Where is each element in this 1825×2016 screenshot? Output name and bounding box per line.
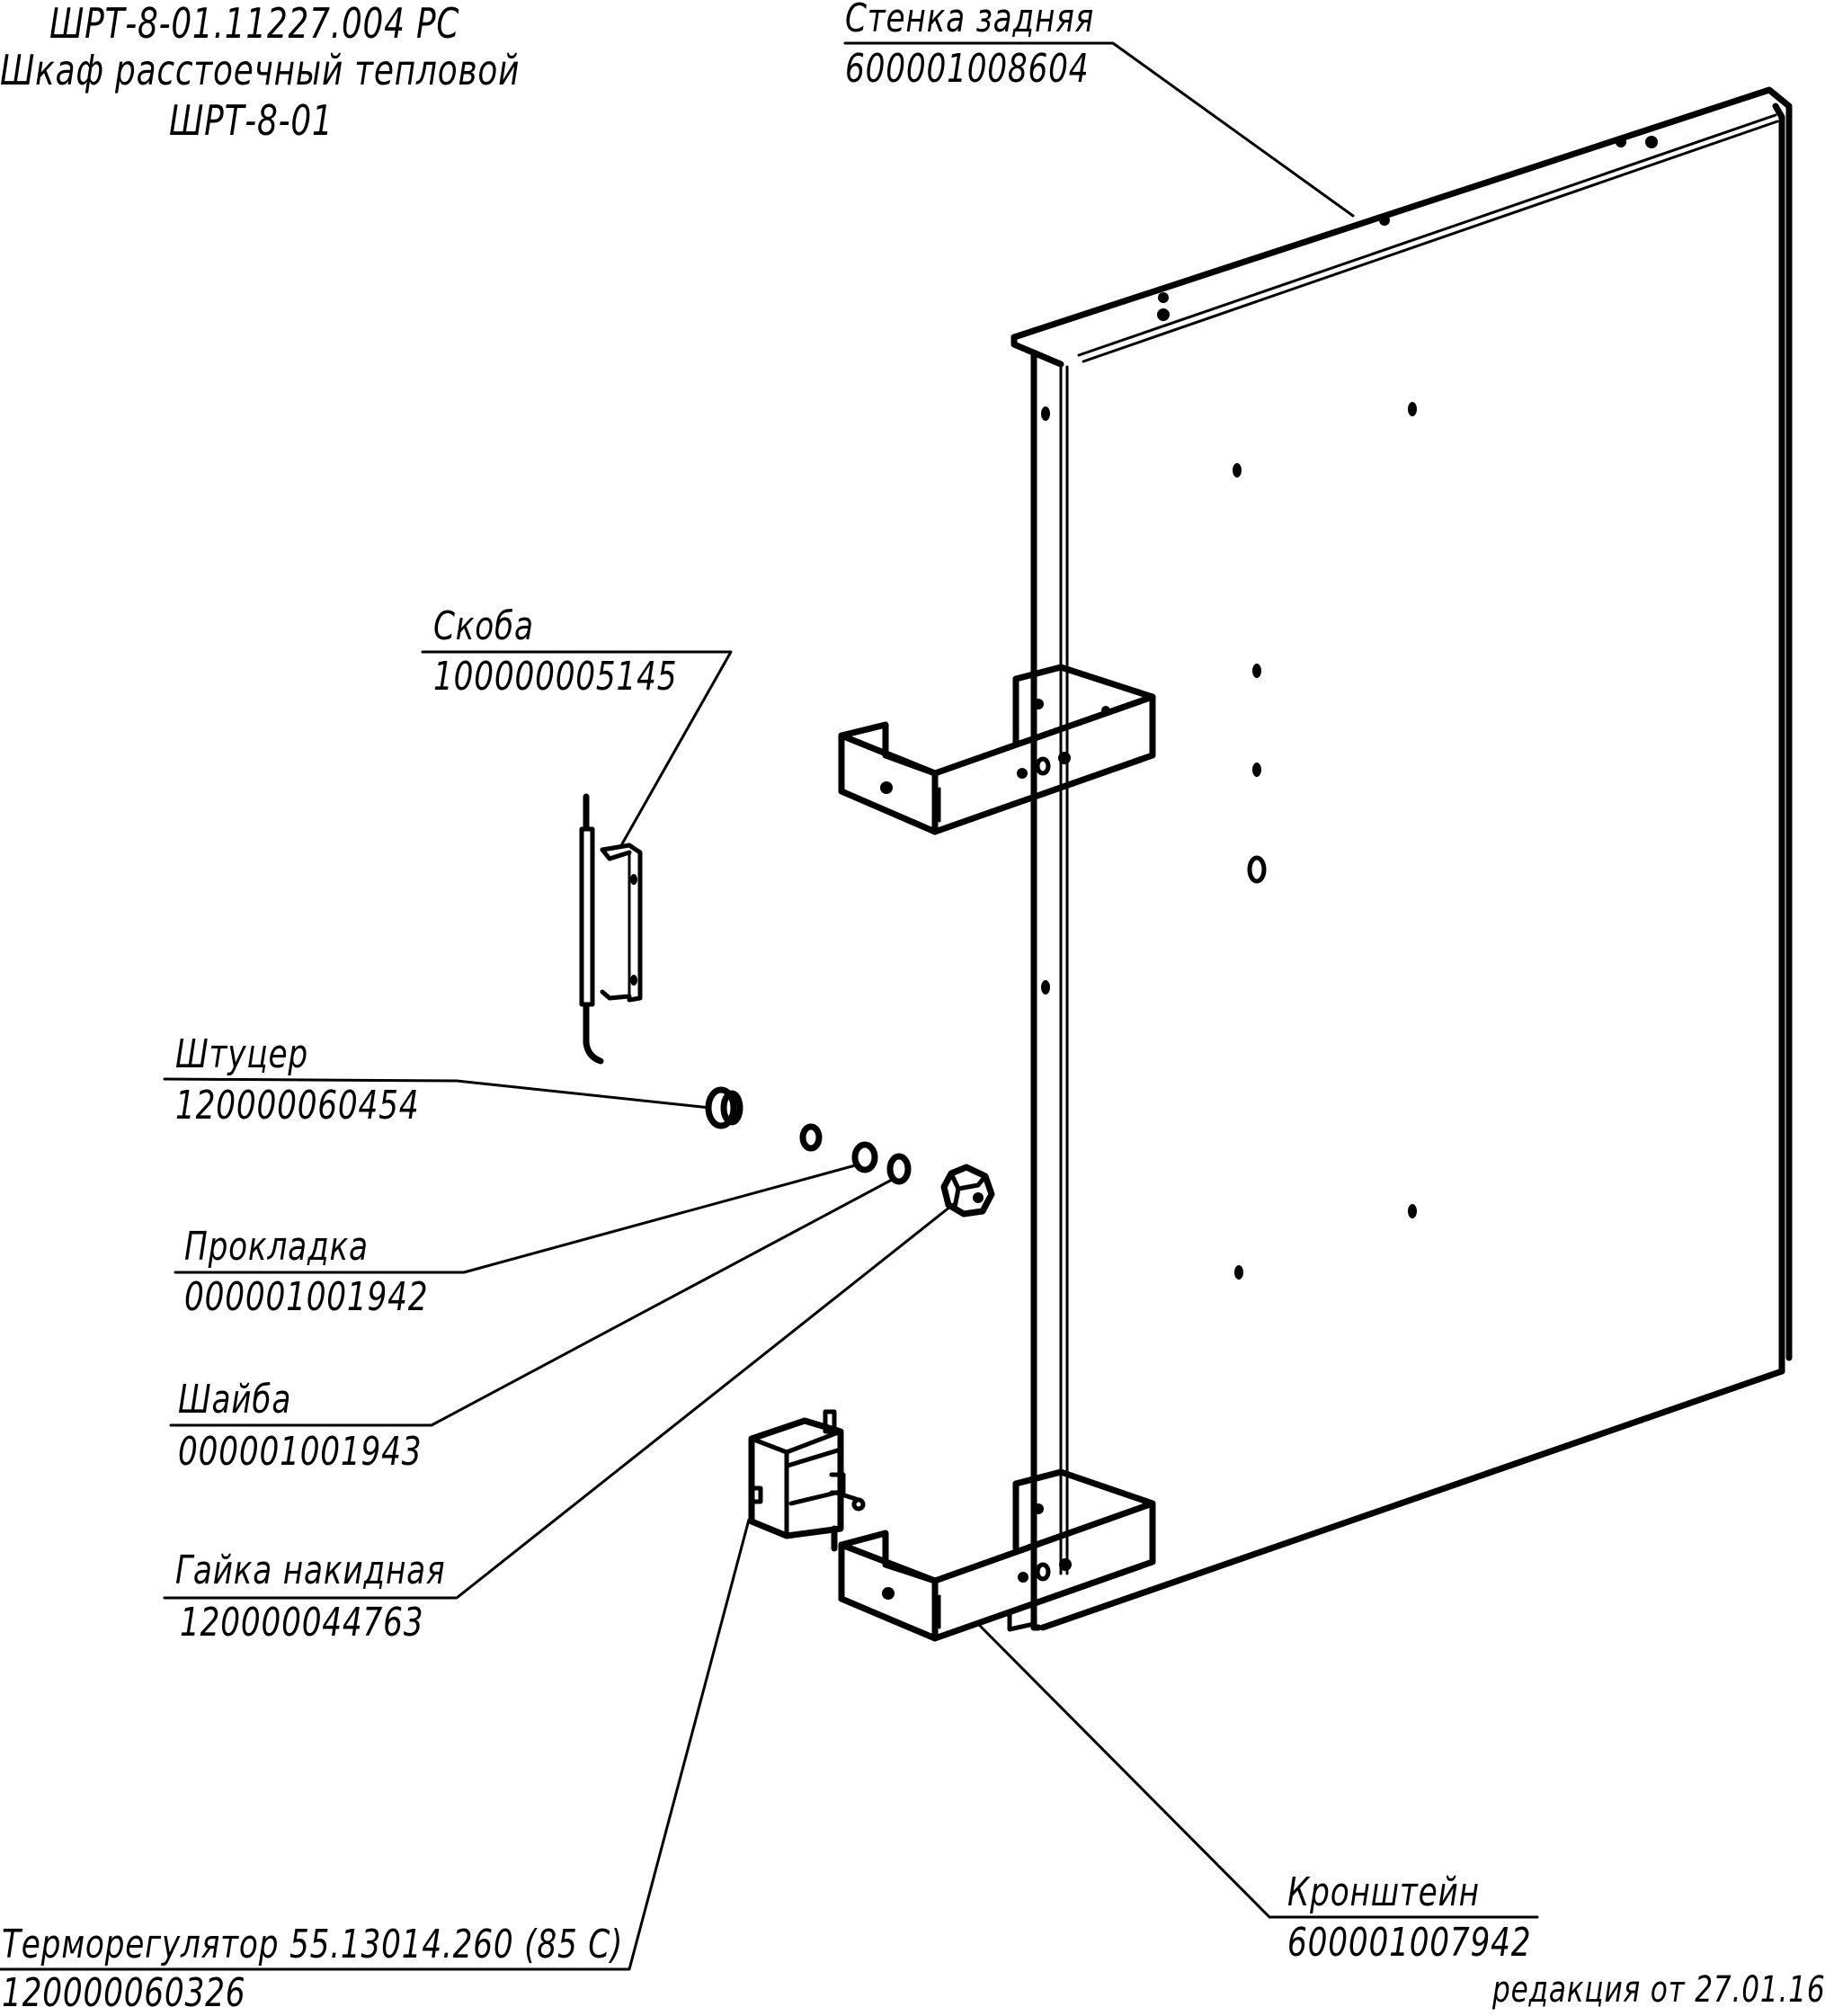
part-name: Стенка задняя (845, 0, 1095, 41)
product-name: Шкаф расстоечный тепловой (0, 46, 521, 94)
part-code: 120000060326 (2, 1970, 246, 2016)
part-name: Гайка накидная (175, 1548, 446, 1593)
part-code: 120000044763 (180, 1600, 424, 1646)
union-nut-part (940, 1164, 995, 1218)
gasket-part (799, 1123, 878, 1173)
revision-note: редакция от 27.01.16 (1492, 1969, 1825, 2011)
part-code: 100000005145 (433, 654, 678, 700)
part-code: 120000060454 (175, 1083, 420, 1128)
part-name: Скоба (433, 603, 534, 649)
clip-with-sensor (579, 793, 643, 1065)
part-name: Шайба (178, 1377, 292, 1423)
document-code: ШРТ-8-01.11227.004 РС (49, 0, 460, 48)
part-code: 600001008604 (845, 46, 1090, 92)
model-name: ШРТ-8-01 (169, 96, 334, 145)
fitting-part (705, 1086, 743, 1129)
part-name: Терморегулятор 55.13014.260 (85 С) (2, 1922, 624, 1967)
part-name: Прокладка (184, 1224, 369, 1270)
part-code: 000001001942 (184, 1274, 429, 1320)
part-name: Штуцер (175, 1031, 308, 1077)
washer-part (886, 1153, 912, 1185)
bracket-upper (838, 664, 1156, 835)
bracket-lower (838, 1468, 1156, 1642)
back-wall-panel (1010, 86, 1793, 1631)
part-code: 000001001943 (178, 1429, 423, 1475)
part-code: 600001007942 (1287, 1920, 1532, 1966)
part-name: Кронштейн (1287, 1869, 1480, 1915)
leader-lines (0, 41, 1539, 1971)
thermostat-part (748, 1409, 866, 1552)
